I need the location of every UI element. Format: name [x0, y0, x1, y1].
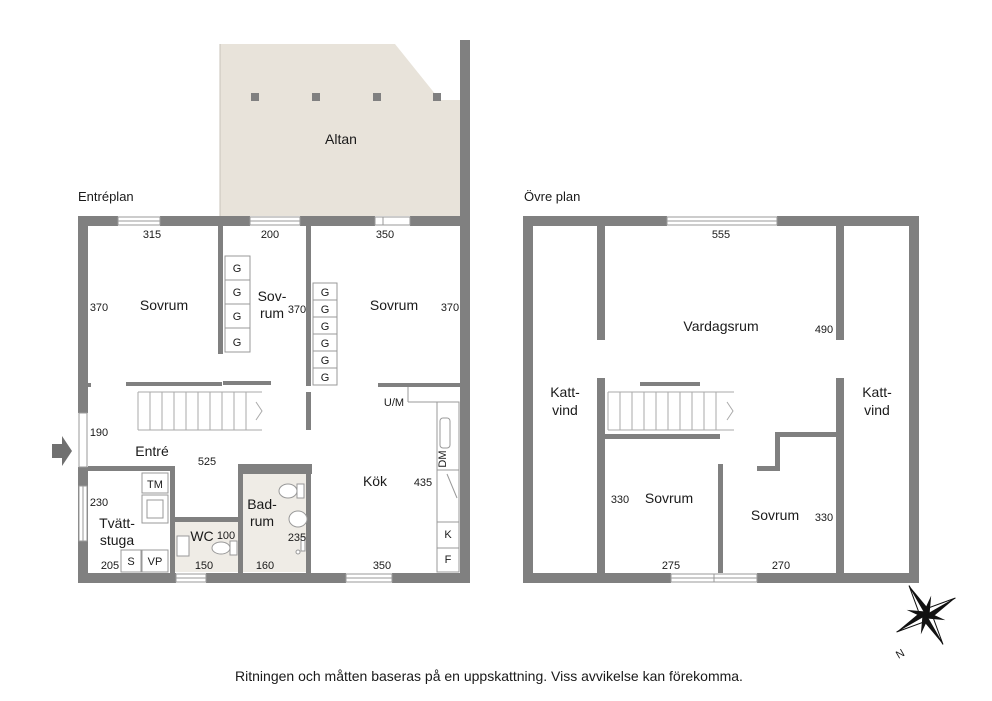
room-label-vardagsrum: Vardagsrum — [683, 318, 758, 334]
room-label-badrum-1: Bad- — [247, 496, 277, 512]
staircase-upper — [607, 382, 734, 431]
dimension-label: 275 — [662, 560, 680, 572]
dimension-label: 330 — [611, 494, 629, 506]
wardrobe-label: G — [321, 287, 330, 299]
room-label-wc: WC — [190, 528, 213, 544]
dimension-label: 150 — [195, 560, 213, 572]
compass-rose-icon — [896, 585, 956, 645]
wardrobe-label: G — [321, 355, 330, 367]
kitchen-counter — [407, 387, 460, 573]
altan-post — [433, 93, 441, 101]
room-label-sovrum-upper-left: Sovrum — [645, 490, 693, 506]
room-label-sovrum-mid-1: Sov- — [258, 288, 287, 304]
dimension-label: 435 — [414, 477, 432, 489]
window — [666, 216, 778, 226]
dimension-label: 350 — [373, 560, 391, 572]
dimension-label: 160 — [256, 560, 274, 572]
altan-deck — [219, 40, 470, 218]
room-label-kattvind-right-2: vind — [864, 402, 890, 418]
room-label-tvatt-1: Tvätt- — [99, 515, 135, 531]
dimension-label: 190 — [90, 427, 108, 439]
fixture-label-k: K — [444, 529, 452, 541]
dimension-label: 490 — [815, 324, 833, 336]
room-label-sovrum-right: Sovrum — [370, 297, 418, 313]
window — [117, 216, 161, 226]
room-label-kattvind-left-1: Katt- — [550, 384, 580, 400]
wardrobe-label: G — [321, 338, 330, 350]
dimension-label: 370 — [90, 302, 108, 314]
dimension-label: 200 — [261, 229, 279, 241]
wardrobe-group-left — [224, 255, 251, 353]
room-label-kok: Kök — [363, 473, 388, 489]
entrance-arrow-icon — [52, 436, 72, 466]
dimension-label: 350 — [376, 229, 394, 241]
dimension-label: 100 — [217, 530, 235, 542]
fixture-label-s: S — [127, 556, 134, 568]
window — [670, 573, 758, 583]
disclaimer-caption: Ritningen och måtten baseras på en uppsk… — [235, 668, 743, 684]
dimension-label: 230 — [90, 497, 108, 509]
room-label-sovrum-left: Sovrum — [140, 297, 188, 313]
dimension-label: 235 — [288, 532, 306, 544]
window — [175, 573, 207, 583]
room-label-entre: Entré — [135, 443, 169, 459]
ground-floor — [52, 216, 470, 583]
wardrobe-label: G — [233, 263, 242, 275]
room-label-kattvind-right-1: Katt- — [862, 384, 892, 400]
fixture-label-tm: TM — [147, 479, 163, 491]
wardrobe-label: G — [321, 372, 330, 384]
laundry-fixtures — [120, 472, 169, 573]
room-label-altan: Altan — [325, 131, 357, 147]
wardrobe-label: G — [233, 337, 242, 349]
dimension-label: 370 — [441, 302, 459, 314]
upper-floor — [523, 216, 919, 583]
staircase-ground — [126, 382, 263, 431]
dimension-label: 315 — [143, 229, 161, 241]
altan-post — [312, 93, 320, 101]
room-label-badrum-2: rum — [250, 513, 274, 529]
upper-floor-title: Övre plan — [524, 189, 580, 204]
room-label-sovrum-mid-2: rum — [260, 305, 284, 321]
fixture-label-dm: DM — [437, 450, 449, 467]
window — [345, 573, 393, 583]
compass-north-label: N — [894, 647, 907, 661]
fixture-label-vp: VP — [148, 556, 163, 568]
dimension-label: 205 — [101, 560, 119, 572]
fixture-label-um: U/M — [384, 397, 404, 409]
room-label-sovrum-upper-right: Sovrum — [751, 507, 799, 523]
window — [374, 216, 411, 226]
window — [78, 485, 88, 542]
altan-post — [373, 93, 381, 101]
dimension-label: 555 — [712, 229, 730, 241]
altan-post — [251, 93, 259, 101]
wardrobe-label: G — [321, 304, 330, 316]
wardrobe-label: G — [321, 321, 330, 333]
window — [249, 216, 301, 226]
entrance-door — [78, 412, 88, 468]
room-label-kattvind-left-2: vind — [552, 402, 578, 418]
dimension-label: 370 — [288, 304, 306, 316]
wardrobe-label: G — [233, 287, 242, 299]
wc-fixtures — [176, 535, 238, 557]
bathroom-fixtures — [278, 483, 308, 555]
dimension-label: 525 — [198, 456, 216, 468]
fixture-label-f: F — [445, 554, 452, 566]
dimension-label: 330 — [815, 512, 833, 524]
dimension-label: 270 — [772, 560, 790, 572]
wardrobe-group-right — [312, 282, 338, 386]
ground-floor-title: Entréplan — [78, 189, 134, 204]
wardrobe-label: G — [233, 311, 242, 323]
room-label-tvatt-2: stuga — [100, 532, 134, 548]
